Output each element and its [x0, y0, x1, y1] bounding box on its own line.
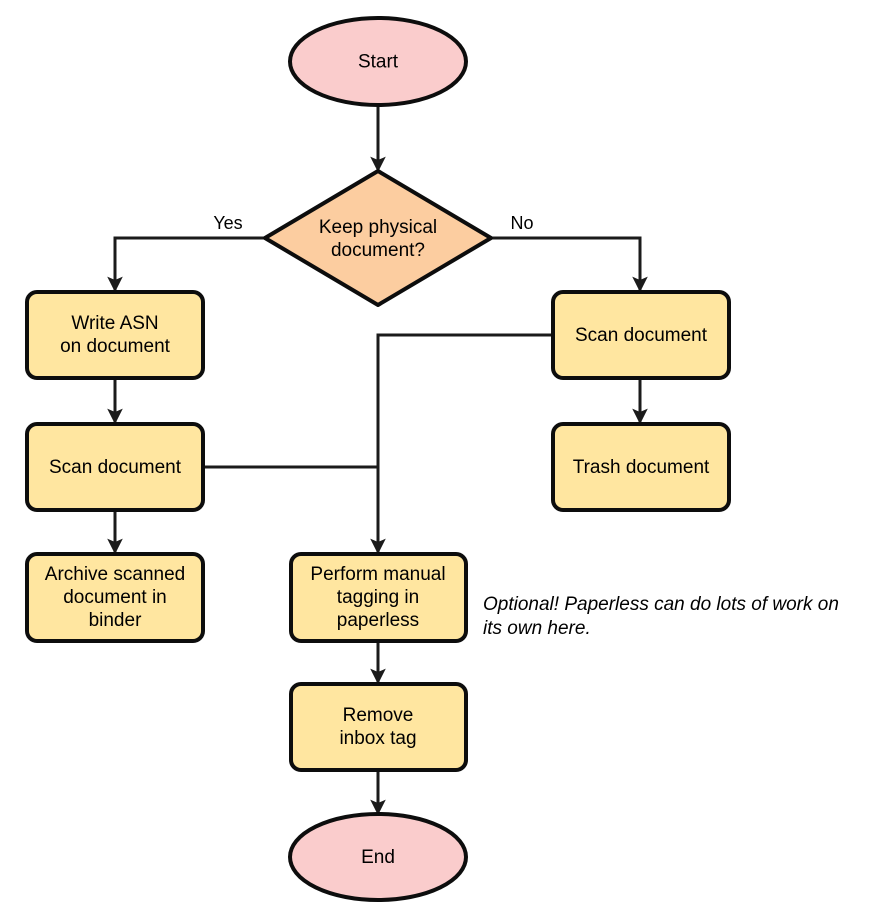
node-remove-inbox-tag[interactable]: Remove inbox tag — [289, 682, 468, 772]
node-decision-keep-physical-document[interactable]: Keep physical document? — [263, 169, 493, 307]
node-write-asn-on-document[interactable]: Write ASN on document — [25, 290, 205, 380]
tagging-label-line1: Perform manual — [310, 564, 445, 585]
archive-label-line1: Archive scanned — [45, 564, 185, 585]
node-perform-manual-tagging[interactable]: Perform manual tagging in paperless — [289, 552, 468, 643]
edge-label-no: No — [510, 213, 533, 233]
start-label: Start — [358, 52, 399, 73]
archive-label-line2: document in — [63, 587, 167, 608]
scan-document-left-rect-shape — [25, 422, 205, 512]
end-label: End — [361, 847, 395, 868]
archive-label-line3: binder — [89, 610, 142, 631]
remove-inbox-rect-shape — [289, 682, 468, 772]
node-scan-document-right[interactable]: Scan document — [551, 290, 731, 380]
decision-label-line1: Keep physical — [319, 217, 437, 238]
node-end[interactable]: End — [288, 812, 468, 902]
connector-decision-yes-to-write-asn — [107, 236, 264, 293]
annotation-line2: its own here. — [483, 618, 591, 639]
node-archive-scanned-document-in-binder[interactable]: Archive scanned document in binder — [25, 552, 205, 643]
tagging-label-line2: tagging in — [337, 587, 419, 608]
end-ellipse-shape — [288, 812, 468, 902]
decision-label-line2: document? — [331, 240, 425, 261]
scan-document-right-label: Scan document — [575, 325, 708, 346]
archive-rect-shape — [25, 552, 205, 643]
write-asn-rect-shape — [25, 290, 205, 380]
tagging-label-line3: paperless — [337, 610, 419, 631]
remove-inbox-label-line1: Remove — [343, 705, 414, 726]
start-ellipse-shape — [288, 16, 468, 107]
scan-document-left-label: Scan document — [49, 457, 182, 478]
write-asn-label-line2: on document — [60, 336, 171, 357]
node-start[interactable]: Start — [288, 16, 468, 107]
connector-scan-right-to-tagging — [370, 333, 552, 555]
edge-label-yes: Yes — [213, 213, 242, 233]
node-trash-document[interactable]: Trash document — [551, 422, 731, 512]
tagging-rect-shape — [289, 552, 468, 643]
decision-diamond-shape — [263, 169, 493, 307]
trash-document-label: Trash document — [573, 457, 710, 478]
annotation-optional-note: Optional! Paperless can do lots of work … — [483, 594, 839, 639]
node-scan-document-left[interactable]: Scan document — [25, 422, 205, 512]
remove-inbox-label-line2: inbox tag — [339, 728, 416, 749]
connector-decision-no-to-scan-right — [492, 236, 648, 293]
annotation-line1: Optional! Paperless can do lots of work … — [483, 594, 839, 615]
write-asn-label-line1: Write ASN — [71, 313, 158, 334]
trash-document-rect-shape — [551, 422, 731, 512]
scan-document-right-rect-shape — [551, 290, 731, 380]
